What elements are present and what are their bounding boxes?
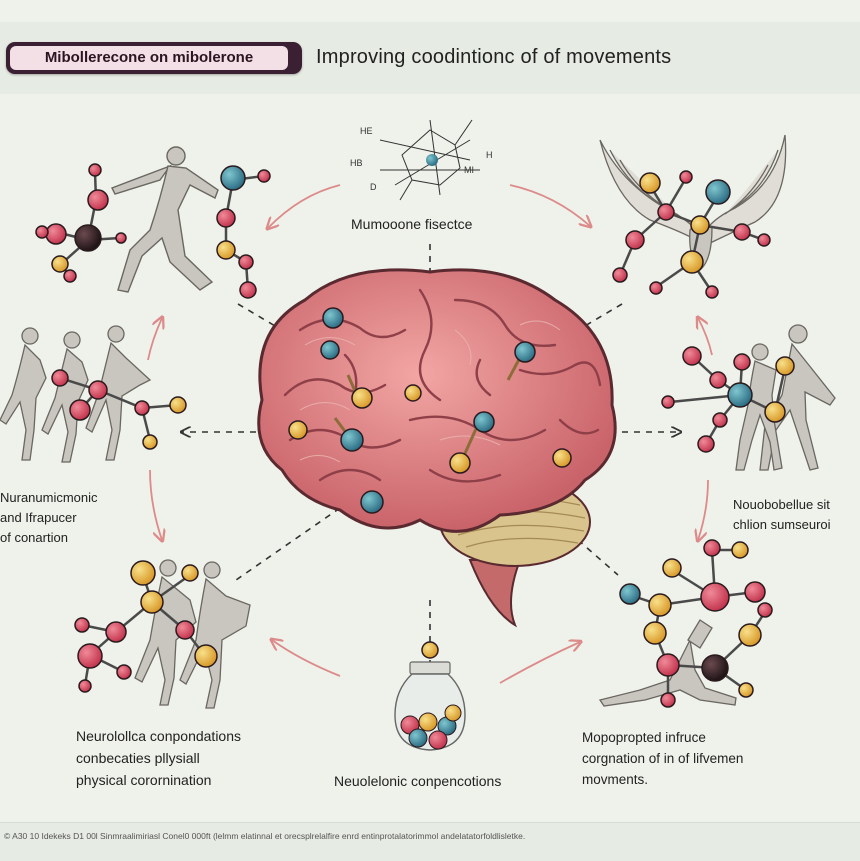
right-caption-line: chlion sumseuroi xyxy=(733,517,831,532)
winged-figure xyxy=(599,134,787,271)
walking-figures-right xyxy=(735,324,836,471)
atom-label-mi: MI xyxy=(464,165,474,175)
atom-label-he: HE xyxy=(360,126,373,136)
arrow-top-left xyxy=(268,184,341,228)
left-caption-line: and Ifrapucer xyxy=(0,510,77,525)
bottom-left-caption: Neurolollca conpondations conbecaties pl… xyxy=(76,725,241,791)
bottom-center-caption: Neuolelonic conpencotions xyxy=(334,773,502,789)
arrow-bottom-left xyxy=(272,640,341,677)
right-caption-line: Nouobobellue sit xyxy=(733,497,830,512)
footer-band: © A30 10 Idekeks D1 00l Sinmraalimiriasl… xyxy=(0,822,860,861)
molecule-left xyxy=(51,369,187,450)
arrow-bottom-right xyxy=(499,642,580,684)
title-pill: Mibollerecone on mibolerone xyxy=(6,42,302,74)
page-title: Improving coodintionc of of movements xyxy=(316,46,672,68)
molecule-right xyxy=(661,346,795,453)
falling-figure-bottom-right xyxy=(598,619,737,707)
bottom-right-caption-line: corgnation of in of lifvemen xyxy=(582,751,744,766)
molecule-bottom-right xyxy=(619,539,773,708)
atom-label-hb: HB xyxy=(350,158,363,168)
runner-figure-top-left xyxy=(111,146,219,293)
arrow-top-right xyxy=(509,184,590,226)
molecule-top-right xyxy=(612,170,771,299)
connector-lower-right xyxy=(577,539,619,576)
skeletal-structure xyxy=(379,119,480,201)
footer-text: © A30 10 Idekeks D1 00l Sinmraalimiriasl… xyxy=(4,831,526,841)
molecule-top-left xyxy=(35,163,271,299)
bottom-right-caption-line: movments. xyxy=(582,772,649,787)
bottom-right-caption: Mopopropted infruce corgnation of in of … xyxy=(582,727,743,790)
molecule-bottom-left xyxy=(74,560,218,693)
bottom-left-caption-line: Neurolollca conpondations xyxy=(76,728,241,744)
capsule-jar xyxy=(394,641,466,751)
bottom-right-caption-line: Mopopropted infruce xyxy=(582,730,706,745)
center-label: Mumooone fisectce xyxy=(351,216,473,232)
arrow-left-lower xyxy=(149,469,162,540)
left-caption-line: Nuranumicmonic xyxy=(0,490,98,505)
left-caption: Nuranumicmonic and Ifrapucer of conartio… xyxy=(0,488,170,548)
bottom-left-caption-line: physical corornination xyxy=(76,772,212,788)
cycle-arrows xyxy=(147,184,713,684)
walking-figures-left xyxy=(0,325,152,463)
arrow-left-upper xyxy=(147,318,162,361)
bottom-left-caption-line: conbecaties pllysiall xyxy=(76,750,200,766)
right-caption: Nouobobellue sit chlion sumseuroi xyxy=(733,495,860,535)
atom-label-h: H xyxy=(486,150,493,160)
left-caption-line: of conartion xyxy=(0,530,68,545)
brain-illustration xyxy=(257,268,617,628)
connector-lower-left xyxy=(235,507,341,581)
atom-label-d: D xyxy=(370,182,377,192)
arrow-right-lower xyxy=(698,479,709,540)
arrow-right-upper xyxy=(698,318,713,356)
pill-label: Mibollerecone on mibolerone xyxy=(10,46,288,70)
